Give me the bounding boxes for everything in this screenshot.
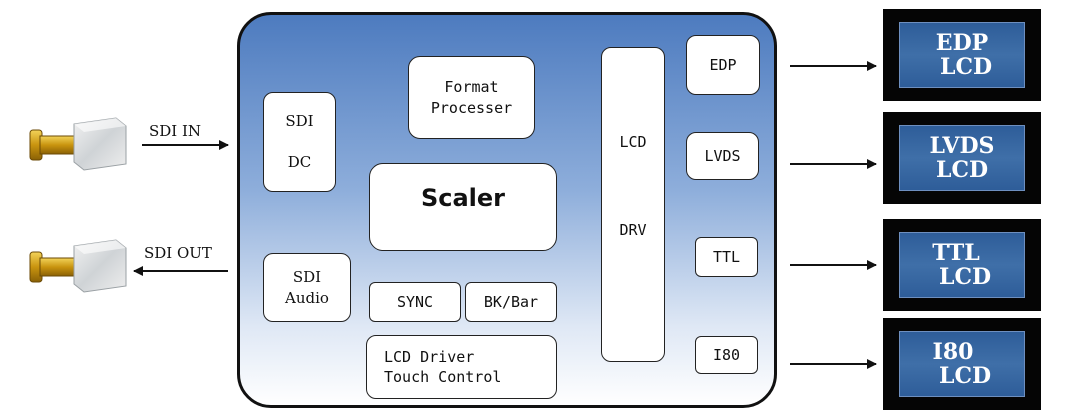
lcd-drv-line1: LCD <box>619 133 647 151</box>
sdi-dc-line1: SDI <box>285 112 314 131</box>
format-processer-line2: Processer <box>430 98 513 117</box>
bk-bar-block: BK/Bar <box>465 282 557 322</box>
lvds-lcd-screen: LVDS LCD <box>899 125 1025 191</box>
ttl-lcd-line2: LCD <box>938 264 992 290</box>
i80-lcd-line2: LCD <box>938 363 992 389</box>
edp-lcd-line1: EDP <box>935 30 989 56</box>
edp-label: EDP <box>709 55 737 74</box>
lcd-driver-block: LCD Driver Touch Control <box>366 335 557 399</box>
format-processer-line1: Format <box>444 78 499 97</box>
i80-lcd-panel: I80 LCD <box>883 318 1041 410</box>
format-processer-block: Format Processer <box>408 56 535 139</box>
lcd-driver-line2: Touch Control <box>384 368 502 386</box>
i80-block: I80 <box>695 336 758 374</box>
bk-bar-label: BK/Bar <box>483 292 539 311</box>
edp-lcd-panel: EDP LCD <box>883 9 1041 101</box>
lvds-lcd-panel: LVDS LCD <box>883 112 1041 204</box>
lvds-label: LVDS <box>704 146 741 165</box>
sdi-out-label: SDI OUT <box>144 244 212 262</box>
sync-label: SYNC <box>396 292 434 311</box>
ttl-lcd-line1: TTL <box>932 240 980 266</box>
i80-label: I80 <box>712 345 741 364</box>
ttl-block: TTL <box>695 237 758 277</box>
bnc-connector-icon <box>29 239 127 293</box>
sdi-in-label: SDI IN <box>149 122 202 140</box>
bnc-connector-icon <box>29 117 127 171</box>
sdi-audio-line1: SDI <box>292 268 322 287</box>
i80-lcd-screen: I80 LCD <box>899 331 1025 397</box>
scaler-label: Scaler <box>420 184 506 212</box>
lvds-lcd-line2: LCD <box>935 157 989 183</box>
ttl-lcd-screen: TTL LCD <box>899 232 1025 298</box>
ttl-label: TTL <box>712 247 741 266</box>
lcd-drv-block: LCD DRV <box>601 47 665 362</box>
sdi-audio-line2: Audio <box>285 288 329 307</box>
lvds-block: LVDS <box>686 132 759 180</box>
sdi-dc-block: SDI DC <box>263 92 336 192</box>
i80-lcd-line1: I80 <box>932 339 974 365</box>
edp-lcd-line2: LCD <box>939 54 993 80</box>
edp-lcd-screen: EDP LCD <box>899 22 1025 88</box>
scaler-block: Scaler <box>369 163 557 251</box>
lvds-lcd-line1: LVDS <box>929 133 995 159</box>
edp-block: EDP <box>686 35 760 95</box>
sync-block: SYNC <box>369 282 461 322</box>
lcd-drv-line2: DRV <box>619 221 647 240</box>
sdi-dc-line2: DC <box>287 153 312 172</box>
sdi-audio-block: SDI Audio <box>263 253 351 322</box>
ttl-lcd-panel: TTL LCD <box>883 219 1041 311</box>
lcd-driver-line1: LCD Driver <box>384 347 475 366</box>
